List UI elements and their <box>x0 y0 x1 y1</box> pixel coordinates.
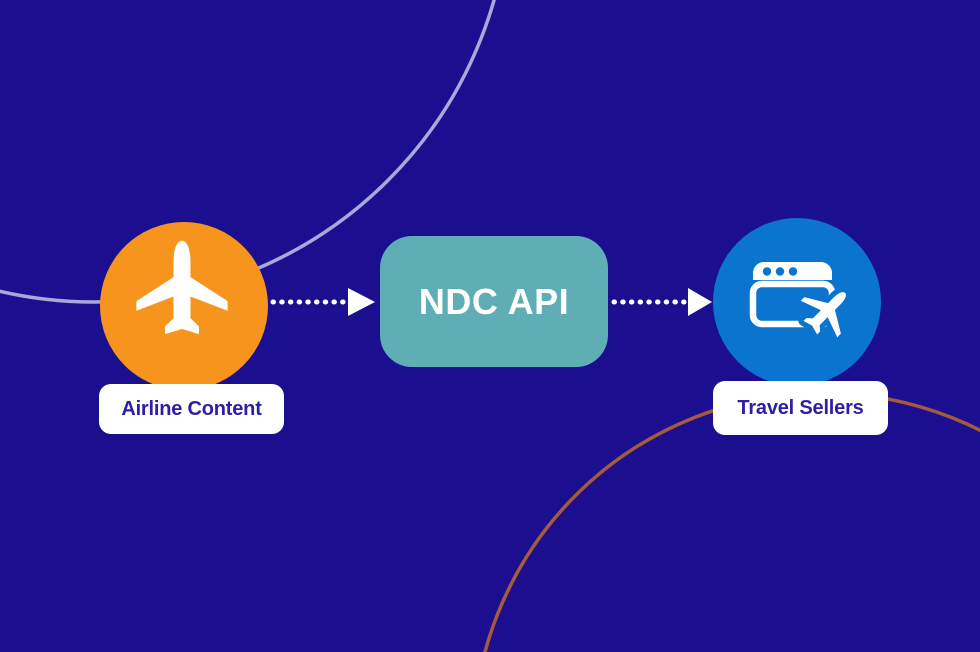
flow-arrow-left <box>270 288 375 316</box>
plane-icon <box>136 240 228 335</box>
airline-content-label: Airline Content <box>121 397 262 420</box>
browser-plane-icon <box>749 262 851 343</box>
browser-dot-icon <box>775 267 785 276</box>
node-ndc-api: NDC API <box>380 236 608 367</box>
travel-sellers-label: Travel Sellers <box>737 396 864 419</box>
decor-circle-top-left <box>0 0 496 304</box>
node-airline-content <box>100 222 268 390</box>
arrowhead-icon <box>688 288 712 316</box>
tilted-plane-icon <box>795 287 851 343</box>
label-travel-sellers: Travel Sellers <box>713 381 888 435</box>
ndc-api-label: NDC API <box>418 280 570 322</box>
flow-arrow-right <box>611 288 712 316</box>
node-travel-sellers <box>713 218 881 386</box>
arrowhead-icon <box>348 288 375 316</box>
label-airline-content: Airline Content <box>99 384 284 434</box>
browser-dot-icon <box>762 267 772 276</box>
browser-dot-icon <box>788 267 798 276</box>
